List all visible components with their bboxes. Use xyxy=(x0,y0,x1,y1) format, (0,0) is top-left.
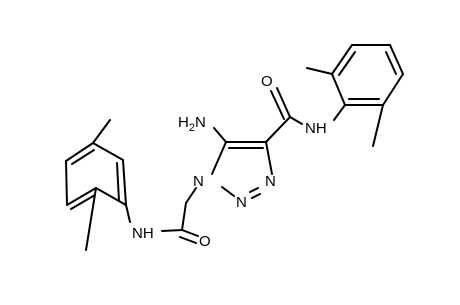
ring-bond-double xyxy=(116,162,120,202)
ring-bond-double xyxy=(385,51,397,75)
bond-carbonyl-o-left-double xyxy=(179,236,197,244)
ring-bond xyxy=(95,187,127,206)
bond-carbonyl-o xyxy=(276,87,291,118)
bond-n1-n2 xyxy=(221,186,235,197)
bond-carbonyl-o-left xyxy=(181,229,199,237)
bond-carbonyl-o-double xyxy=(270,90,285,120)
ring-bond xyxy=(331,44,353,75)
methyl-bond-bottom xyxy=(372,104,384,147)
ring-bond xyxy=(65,160,68,206)
acetamide-linker xyxy=(125,187,199,244)
triazole-ring xyxy=(211,141,273,199)
ring-bond-double xyxy=(70,194,96,210)
right-amide-oxygen-label: O xyxy=(261,73,273,90)
right-amide-nh-label: NH xyxy=(305,120,327,137)
ring-bond xyxy=(65,142,94,162)
right-amide xyxy=(265,87,346,143)
bond-n1-ch2 xyxy=(185,187,197,204)
triazole-n2-label: N xyxy=(236,194,247,211)
triazole-n3-label: N xyxy=(265,173,276,190)
triazole-n1-label: N xyxy=(193,173,204,190)
left-amide-oxygen-label: O xyxy=(199,233,211,250)
amino-label: H2N xyxy=(178,114,206,134)
bond-n2-n3-double xyxy=(249,187,259,193)
ring-bond xyxy=(66,187,97,206)
bond-c4-carbonyl xyxy=(265,116,291,143)
bond-c5-n1 xyxy=(211,141,227,175)
bond-c5-nh2 xyxy=(213,127,227,143)
bond-nh-aryl xyxy=(333,104,346,121)
right-aryl-ring xyxy=(306,44,404,147)
bond-n3-c4 xyxy=(265,141,273,175)
ring-bond-double xyxy=(338,51,356,76)
ring-bond xyxy=(122,159,127,206)
methyl-bond-bottom-left xyxy=(85,187,97,251)
bond-carbonyl-nh xyxy=(289,116,303,125)
methyl-bond-top xyxy=(306,67,333,75)
bond-nh-aryl-left xyxy=(125,204,131,223)
ring-bond xyxy=(331,73,346,106)
bond-ch2-carbonyl xyxy=(181,202,187,231)
ring-bond xyxy=(92,142,124,161)
ring-bond xyxy=(382,73,404,106)
ring-bond-double xyxy=(71,149,95,165)
left-amide-nh-label: NH xyxy=(132,225,154,242)
ring-bond xyxy=(389,44,404,75)
left-aryl-ring xyxy=(65,119,127,251)
methyl-bond-top-left xyxy=(92,119,111,144)
bond-n2-n3 xyxy=(251,193,261,199)
bond-carbonyl-nh-left xyxy=(161,229,183,232)
